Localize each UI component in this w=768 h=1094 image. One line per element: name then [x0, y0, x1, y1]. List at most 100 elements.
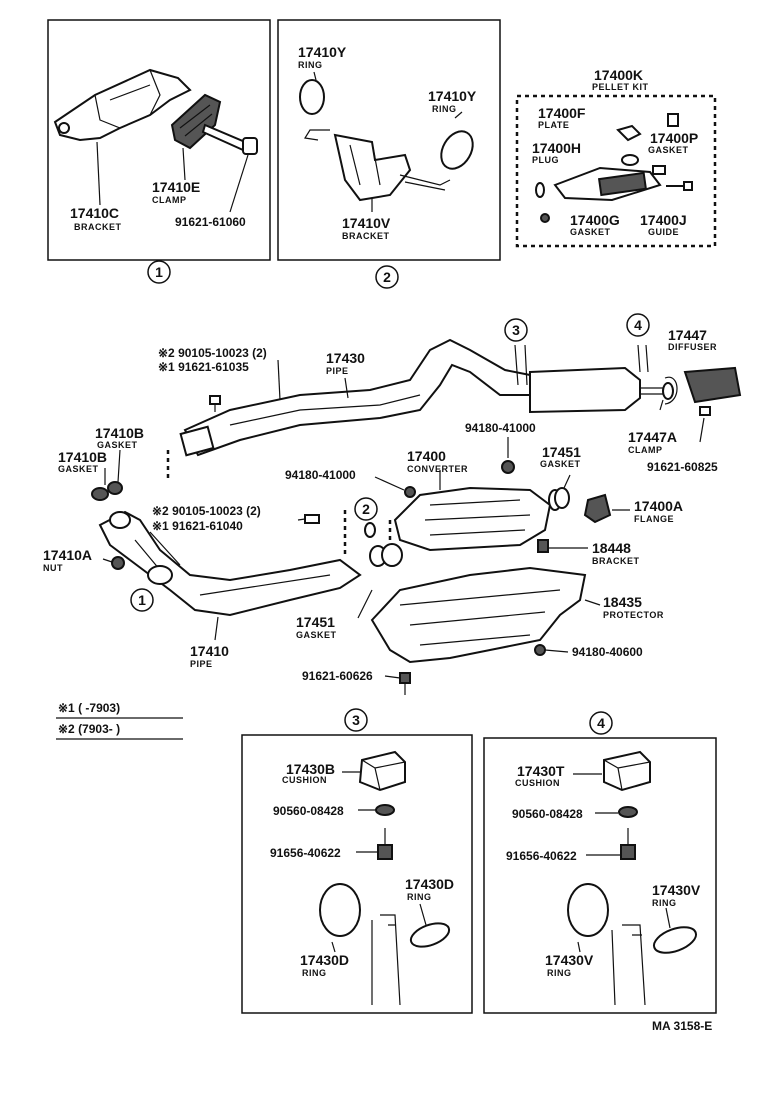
part-name-clamp-17447a: CLAMP: [628, 445, 663, 455]
gasket-17410b-b-drawing: [107, 481, 123, 495]
ring-17430d-b-drawing: [409, 922, 451, 948]
part-no-17430: 17430: [326, 350, 365, 366]
panel-3: 3 17430B CUSHION 90560-08428 91656-40622…: [241, 708, 473, 1014]
panel-1: 17410C BRACKET 17410E CLAMP 91621-61060 …: [47, 19, 271, 284]
bolt-91621-61060-drawing: [201, 123, 247, 152]
nut-94180-40600-drawing: [534, 644, 546, 656]
bolt-90105-b-drawing: [304, 514, 320, 524]
bolt-91656-40622-p3-drawing: [377, 844, 393, 860]
part-no-17400: 17400: [407, 448, 446, 464]
bracket-18448-drawing: [537, 539, 549, 553]
part-name-ring-d-a: RING: [302, 968, 327, 978]
part-name-bracket-18448: BRACKET: [592, 556, 640, 566]
part-name-protector: PROTECTOR: [603, 610, 664, 620]
callout-label-3-panel: 3: [352, 712, 360, 728]
hanger-rod-p4-drawing: [611, 924, 646, 1006]
part-no-91621-60825: 91621-60825: [647, 460, 718, 474]
gasket-17410b-a-drawing: [91, 487, 109, 501]
pipe-17410-drawing: [98, 510, 362, 617]
part-no-17410b-left: 17410B: [58, 449, 107, 465]
callout-circle-4-main: [626, 313, 650, 337]
callout-label-2-main: 2: [362, 501, 370, 517]
callout-label-1-main: 1: [138, 592, 146, 608]
part-no-94180-40600: 94180-40600: [572, 645, 643, 659]
part-name-cushion-t: CUSHION: [515, 778, 560, 788]
muffler-drawing: [529, 366, 641, 414]
clamp-17410e-drawing: [170, 93, 222, 150]
part-no-17400k: 17400K: [594, 67, 643, 83]
part-no-91656-40622-p4: 91656-40622: [506, 849, 577, 863]
guide-17400j-drawing: [666, 181, 693, 191]
part-name-gasket-g: GASKET: [570, 227, 611, 237]
part-no-90560-08428-p4: 90560-08428: [512, 807, 583, 821]
callout-circle-4-panel: [589, 711, 613, 735]
part-no-17410a: 17410A: [43, 547, 92, 563]
part-name-pipe-17430: PIPE: [326, 366, 349, 376]
cushion-17430b-drawing: [358, 750, 406, 792]
panel-4-frame: [483, 737, 717, 1014]
callout-label-2-panel: 2: [383, 269, 391, 285]
part-name-gasket-17410b-left: GASKET: [58, 464, 99, 474]
part-no-17400j: 17400J: [640, 212, 687, 228]
part-no-17410y-a: 17410Y: [298, 44, 347, 60]
part-no-17447: 17447: [668, 327, 707, 343]
part-no-17430b: 17430B: [286, 761, 335, 777]
part-name-converter: CONVERTER: [407, 464, 468, 474]
bolt-91621-60626-drawing: [399, 672, 411, 684]
part-no-17430t: 17430T: [517, 763, 565, 779]
callout-circle-2-main: [354, 497, 378, 521]
part-no-17400h: 17400H: [532, 140, 581, 156]
part-no-17400p: 17400P: [650, 130, 698, 146]
part-no-17447a: 17447A: [628, 429, 677, 445]
part-name-diffuser: DIFFUSER: [668, 342, 717, 352]
callout-circle-3-main: [504, 318, 528, 342]
part-name-cushion-b: CUSHION: [282, 775, 327, 785]
part-name-ring-d-b: RING: [407, 892, 432, 902]
part-no-17410c: 17410C: [70, 205, 119, 221]
part-name-ring-a: RING: [298, 60, 323, 70]
part-name-ring-v-b: RING: [652, 898, 677, 908]
main-assembly: 3 4 2 1 17430 PIPE ※2 90105-10023 (2) ※1…: [43, 313, 742, 695]
bracket-17410c-drawing: [53, 68, 192, 142]
legend: ※1 ( -7903) ※2 (7903- ): [56, 701, 183, 740]
ring-17410y-b-drawing: [440, 130, 474, 170]
part-no-94180-41000-a: 94180-41000: [285, 468, 356, 482]
nut-17410a-drawing: [111, 556, 125, 570]
ring-17430v-b-drawing: [652, 926, 698, 954]
part-no-17410: 17410: [190, 643, 229, 659]
legend-line-2: ※2 (7903- ): [58, 722, 120, 736]
ring-17430v-a-drawing: [567, 883, 609, 937]
part-name-gasket-p: GASKET: [648, 145, 689, 155]
bolt-note-91621-61040: ※1 91621-61040: [152, 519, 243, 533]
part-no-17400f: 17400F: [538, 105, 586, 121]
part-no-17400a: 17400A: [634, 498, 683, 514]
part-no-17410v: 17410V: [342, 215, 391, 231]
callout-circle-2-panel: [375, 265, 399, 289]
callout-circle-1-main: [130, 588, 154, 612]
nut-94180-41000-a-drawing: [404, 486, 416, 498]
part-no-91656-40622-p3: 91656-40622: [270, 846, 341, 860]
bolt-note-90105-a: ※2 90105-10023 (2): [158, 346, 267, 360]
part-name-bracket-v: BRACKET: [342, 231, 390, 241]
pellet-kit-panel: 17400K PELLET KIT 17400F PLATE 17400H PL…: [515, 67, 717, 248]
panel-2-frame: [277, 19, 501, 261]
part-name-gasket-17451-b: GASKET: [540, 459, 581, 469]
panel-1-frame: [47, 19, 271, 261]
callout-label-4-main: 4: [634, 317, 642, 333]
part-name-plug: PLUG: [532, 155, 559, 165]
diffuser-17447-drawing: [683, 366, 742, 404]
part-no-17430d-a: 17430D: [300, 952, 349, 968]
part-no-90560-08428-p3: 90560-08428: [273, 804, 344, 818]
legend-line-1: ※1 ( -7903): [58, 701, 120, 715]
part-name-plate: PLATE: [538, 120, 569, 130]
part-name-pellet-kit: PELLET KIT: [592, 82, 649, 92]
part-name-pipe-17410: PIPE: [190, 659, 213, 669]
part-name-flange: FLANGE: [634, 514, 674, 524]
converter-17400-drawing: [393, 486, 552, 552]
washer-90560-08428-p4-drawing: [618, 806, 638, 818]
part-no-17451-b: 17451: [542, 444, 581, 460]
part-no-91621-61060: 91621-61060: [175, 215, 246, 229]
part-no-18435: 18435: [603, 594, 642, 610]
diagram-code: MA 3158-E: [652, 1019, 712, 1033]
plate-17400f-drawing: [616, 124, 642, 142]
